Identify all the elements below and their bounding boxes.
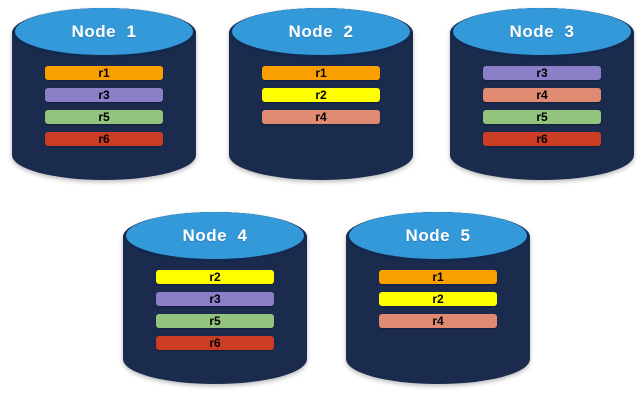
cylinder-top-icon [452, 8, 632, 56]
cylinder-top-icon [231, 8, 411, 56]
replica-bar[interactable]: r3 [482, 66, 602, 80]
cylinder-top-icon [125, 212, 305, 260]
node-label: Node 4 [182, 225, 248, 245]
database-node-2[interactable]: Node 2 r1 r2 r4 [229, 8, 413, 180]
replica-list: r1 r3 r5 r6 [12, 66, 196, 146]
node-label: Node 2 [288, 21, 354, 41]
replica-list: r1 r2 r4 [346, 270, 530, 328]
replica-bar[interactable]: r1 [261, 66, 381, 80]
node-label: Node 1 [71, 21, 137, 41]
replica-bar[interactable]: r6 [155, 336, 275, 350]
replica-bar[interactable]: r5 [155, 314, 275, 328]
database-node-3[interactable]: Node 3 r3 r4 r5 r6 [450, 8, 634, 180]
cylinder-top-icon [14, 8, 194, 56]
replica-list: r1 r2 r4 [229, 66, 413, 124]
replica-bar[interactable]: r5 [482, 110, 602, 124]
replica-bar[interactable]: r3 [155, 292, 275, 306]
replica-bar[interactable]: r2 [261, 88, 381, 102]
database-node-1[interactable]: Node 1 r1 r3 r5 r6 [12, 8, 196, 180]
replica-bar[interactable]: r6 [482, 132, 602, 146]
replica-bar[interactable]: r4 [378, 314, 498, 328]
replica-bar[interactable]: r2 [155, 270, 275, 284]
replica-bar[interactable]: r4 [261, 110, 381, 124]
replica-bar[interactable]: r4 [482, 88, 602, 102]
replica-list: r3 r4 r5 r6 [450, 66, 634, 146]
node-label: Node 5 [405, 225, 471, 245]
replica-bar[interactable]: r1 [378, 270, 498, 284]
node-label: Node 3 [509, 21, 575, 41]
replica-bar[interactable]: r3 [44, 88, 164, 102]
replica-bar[interactable]: r1 [44, 66, 164, 80]
replica-bar[interactable]: r2 [378, 292, 498, 306]
database-node-4[interactable]: Node 4 r2 r3 r5 r6 [123, 212, 307, 384]
replica-bar[interactable]: r6 [44, 132, 164, 146]
database-node-5[interactable]: Node 5 r1 r2 r4 [346, 212, 530, 384]
replica-bar[interactable]: r5 [44, 110, 164, 124]
cylinder-top-icon [348, 212, 528, 260]
replica-list: r2 r3 r5 r6 [123, 270, 307, 350]
